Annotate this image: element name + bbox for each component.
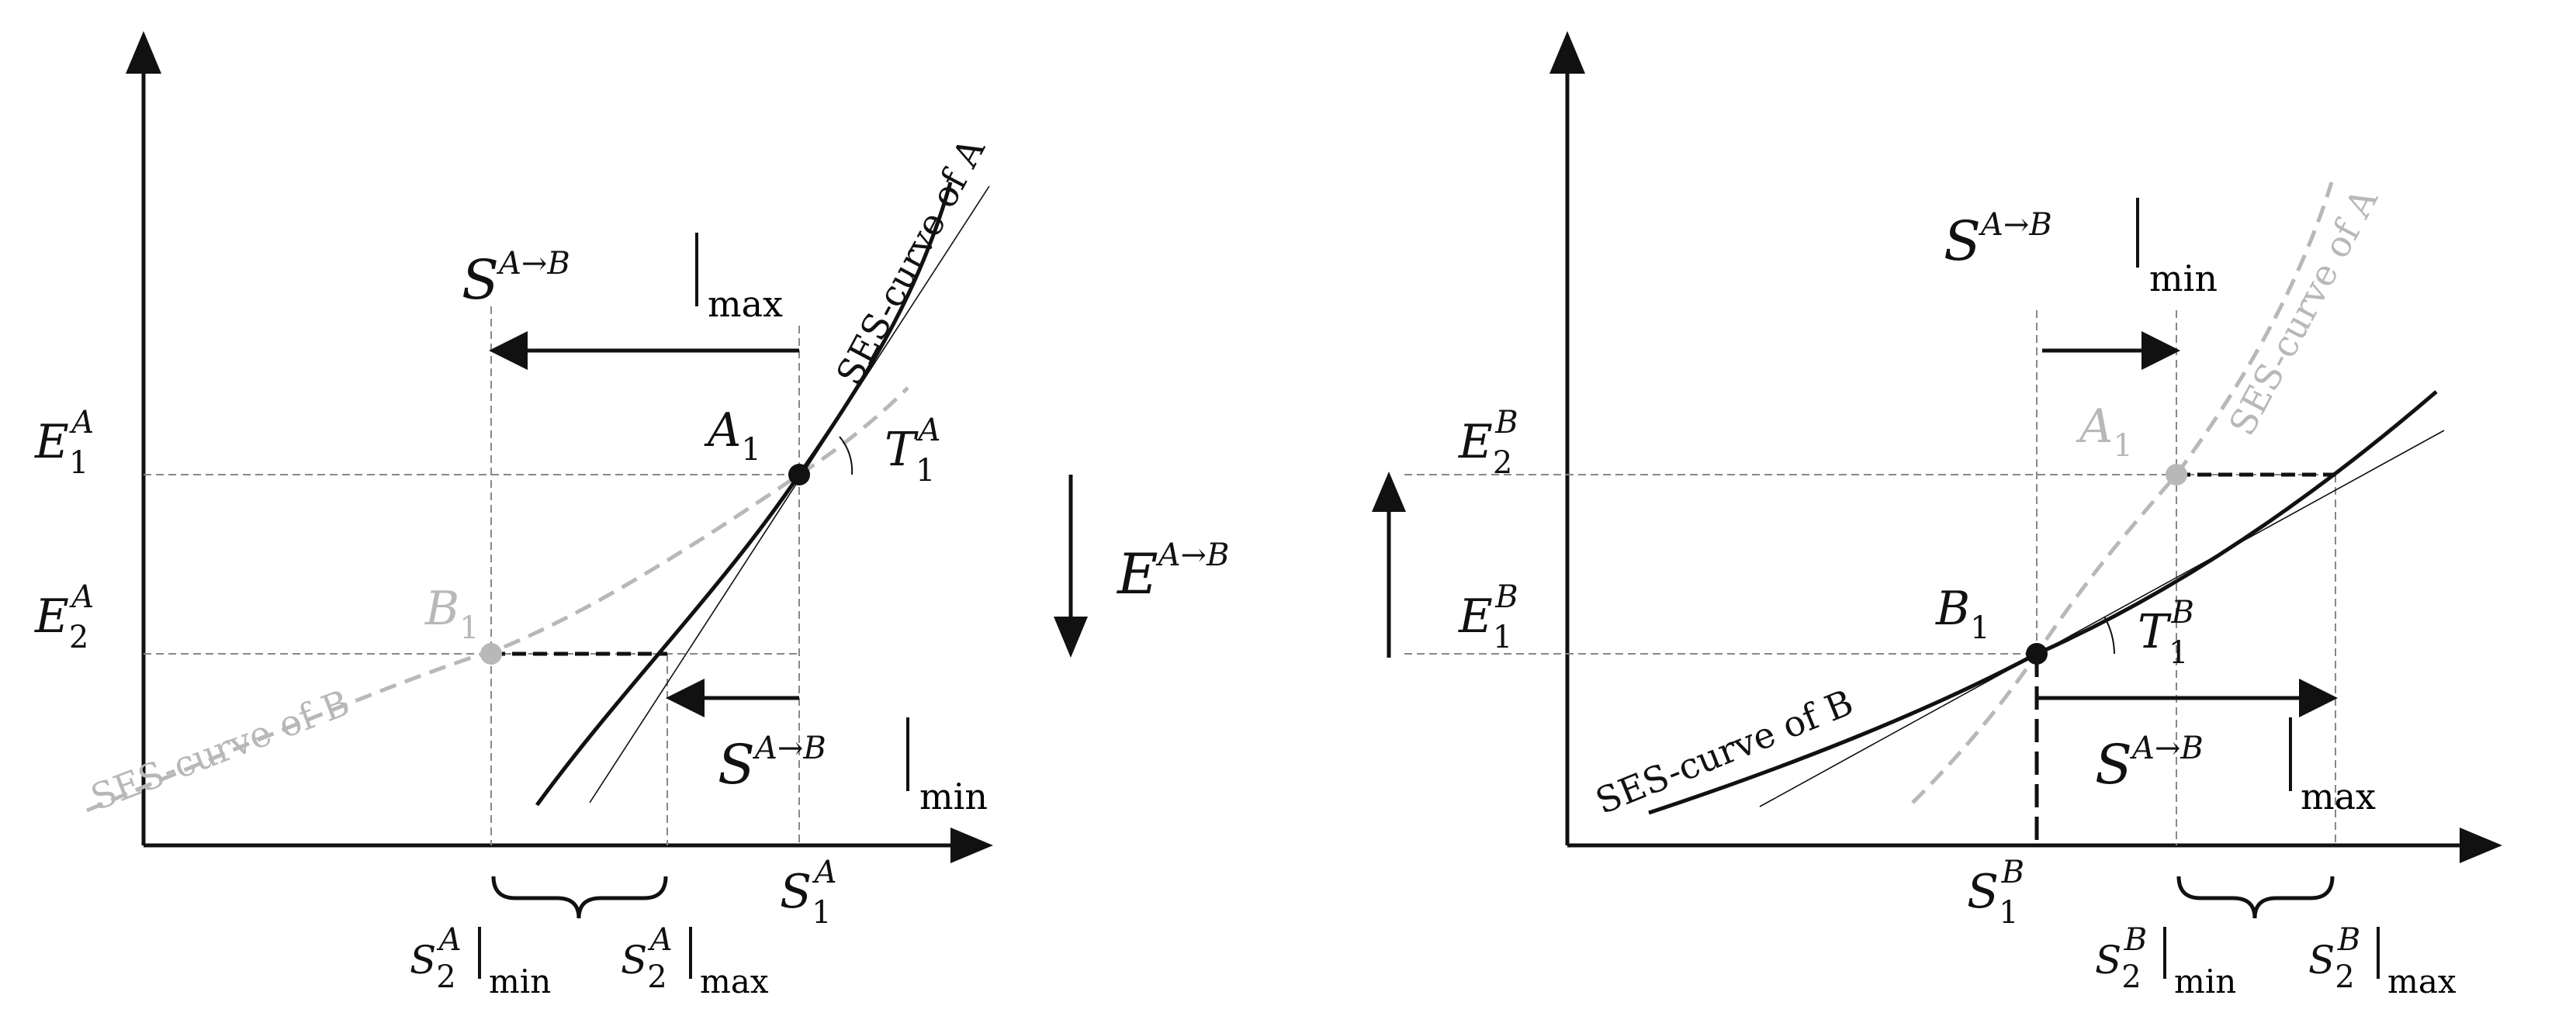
right-arrow-top-bar-label: min bbox=[2149, 257, 2218, 299]
left-curve-a-label: SES-curve of A bbox=[828, 131, 993, 392]
right-panel: SES-curve of A SES-curve of B A1 B1 T1B … bbox=[1404, 31, 2502, 1000]
left-curve-b-label: SES-curve of B bbox=[85, 682, 355, 819]
middle-transfer: EA→B bbox=[1054, 472, 1406, 658]
left-tangent-line bbox=[589, 185, 990, 803]
right-label-t1: T1B bbox=[2138, 595, 2194, 671]
right-tangent-angle-arc bbox=[2103, 616, 2115, 655]
left-s2min-bar-label: min bbox=[489, 962, 551, 1000]
left-x-axis-arrowhead bbox=[950, 828, 993, 863]
right-s2max-bar-label: max bbox=[2387, 962, 2457, 1000]
left-arrow-bottom-label: SA→B bbox=[718, 731, 826, 797]
right-s2min-bar-label: min bbox=[2174, 962, 2236, 1000]
left-label-s2max: S2A bbox=[621, 922, 673, 995]
middle-transfer-label: EA→B bbox=[1116, 537, 1229, 606]
middle-arrow-up-head bbox=[1372, 472, 1406, 512]
left-arrow-top-label: SA→B bbox=[462, 246, 570, 312]
left-panel: SES-curve of A SES-curve of B A1 B1 T1A … bbox=[34, 31, 993, 1000]
left-brace bbox=[491, 876, 668, 919]
right-label-a1: A1 bbox=[2076, 399, 2133, 464]
left-arrow-top-bar-label: max bbox=[708, 283, 783, 325]
left-y-axis-arrowhead bbox=[126, 31, 161, 74]
left-label-s2min: S2A bbox=[410, 922, 462, 995]
left-point-b1 bbox=[480, 643, 502, 665]
left-label-t1: T1A bbox=[885, 413, 940, 489]
right-ses-curve-a bbox=[1911, 181, 2334, 804]
left-tangent-angle-arc bbox=[839, 436, 853, 475]
right-label-s2max: S2B bbox=[2308, 922, 2360, 995]
right-curve-a-label: SES-curve of A bbox=[2221, 181, 2386, 442]
left-s2max-bar-label: max bbox=[700, 962, 769, 1000]
right-label-e1: E1B bbox=[1458, 579, 1518, 655]
right-arrow-top-label: SA→B bbox=[1944, 207, 2052, 273]
right-arrow-bottom-bar-label: max bbox=[2301, 776, 2376, 817]
right-label-s1: S1B bbox=[1967, 855, 2024, 931]
left-label-a1: A1 bbox=[704, 403, 761, 468]
left-label-b1: B1 bbox=[424, 582, 480, 646]
right-y-axis-arrowhead bbox=[1549, 31, 1585, 74]
right-point-a1 bbox=[2166, 464, 2187, 486]
middle-arrow-down-head bbox=[1054, 617, 1088, 658]
right-label-s2min: S2B bbox=[2095, 922, 2147, 995]
left-arrow-bottom-bar-label: min bbox=[919, 776, 988, 817]
right-arrow-bottom-label: SA→B bbox=[2095, 731, 2204, 797]
right-point-b1 bbox=[2026, 643, 2048, 665]
right-label-b1: B1 bbox=[1935, 582, 1990, 646]
left-label-s1: S1A bbox=[780, 855, 836, 931]
left-ses-curve-b bbox=[86, 386, 909, 813]
left-label-e1: E1A bbox=[34, 405, 94, 481]
right-brace bbox=[2176, 876, 2335, 919]
right-label-e2: E2B bbox=[1458, 405, 1518, 481]
right-x-axis-arrowhead bbox=[2460, 828, 2502, 863]
left-label-e2: E2A bbox=[34, 579, 94, 655]
left-point-a1 bbox=[788, 464, 810, 486]
right-tangent-line bbox=[1759, 430, 2445, 807]
